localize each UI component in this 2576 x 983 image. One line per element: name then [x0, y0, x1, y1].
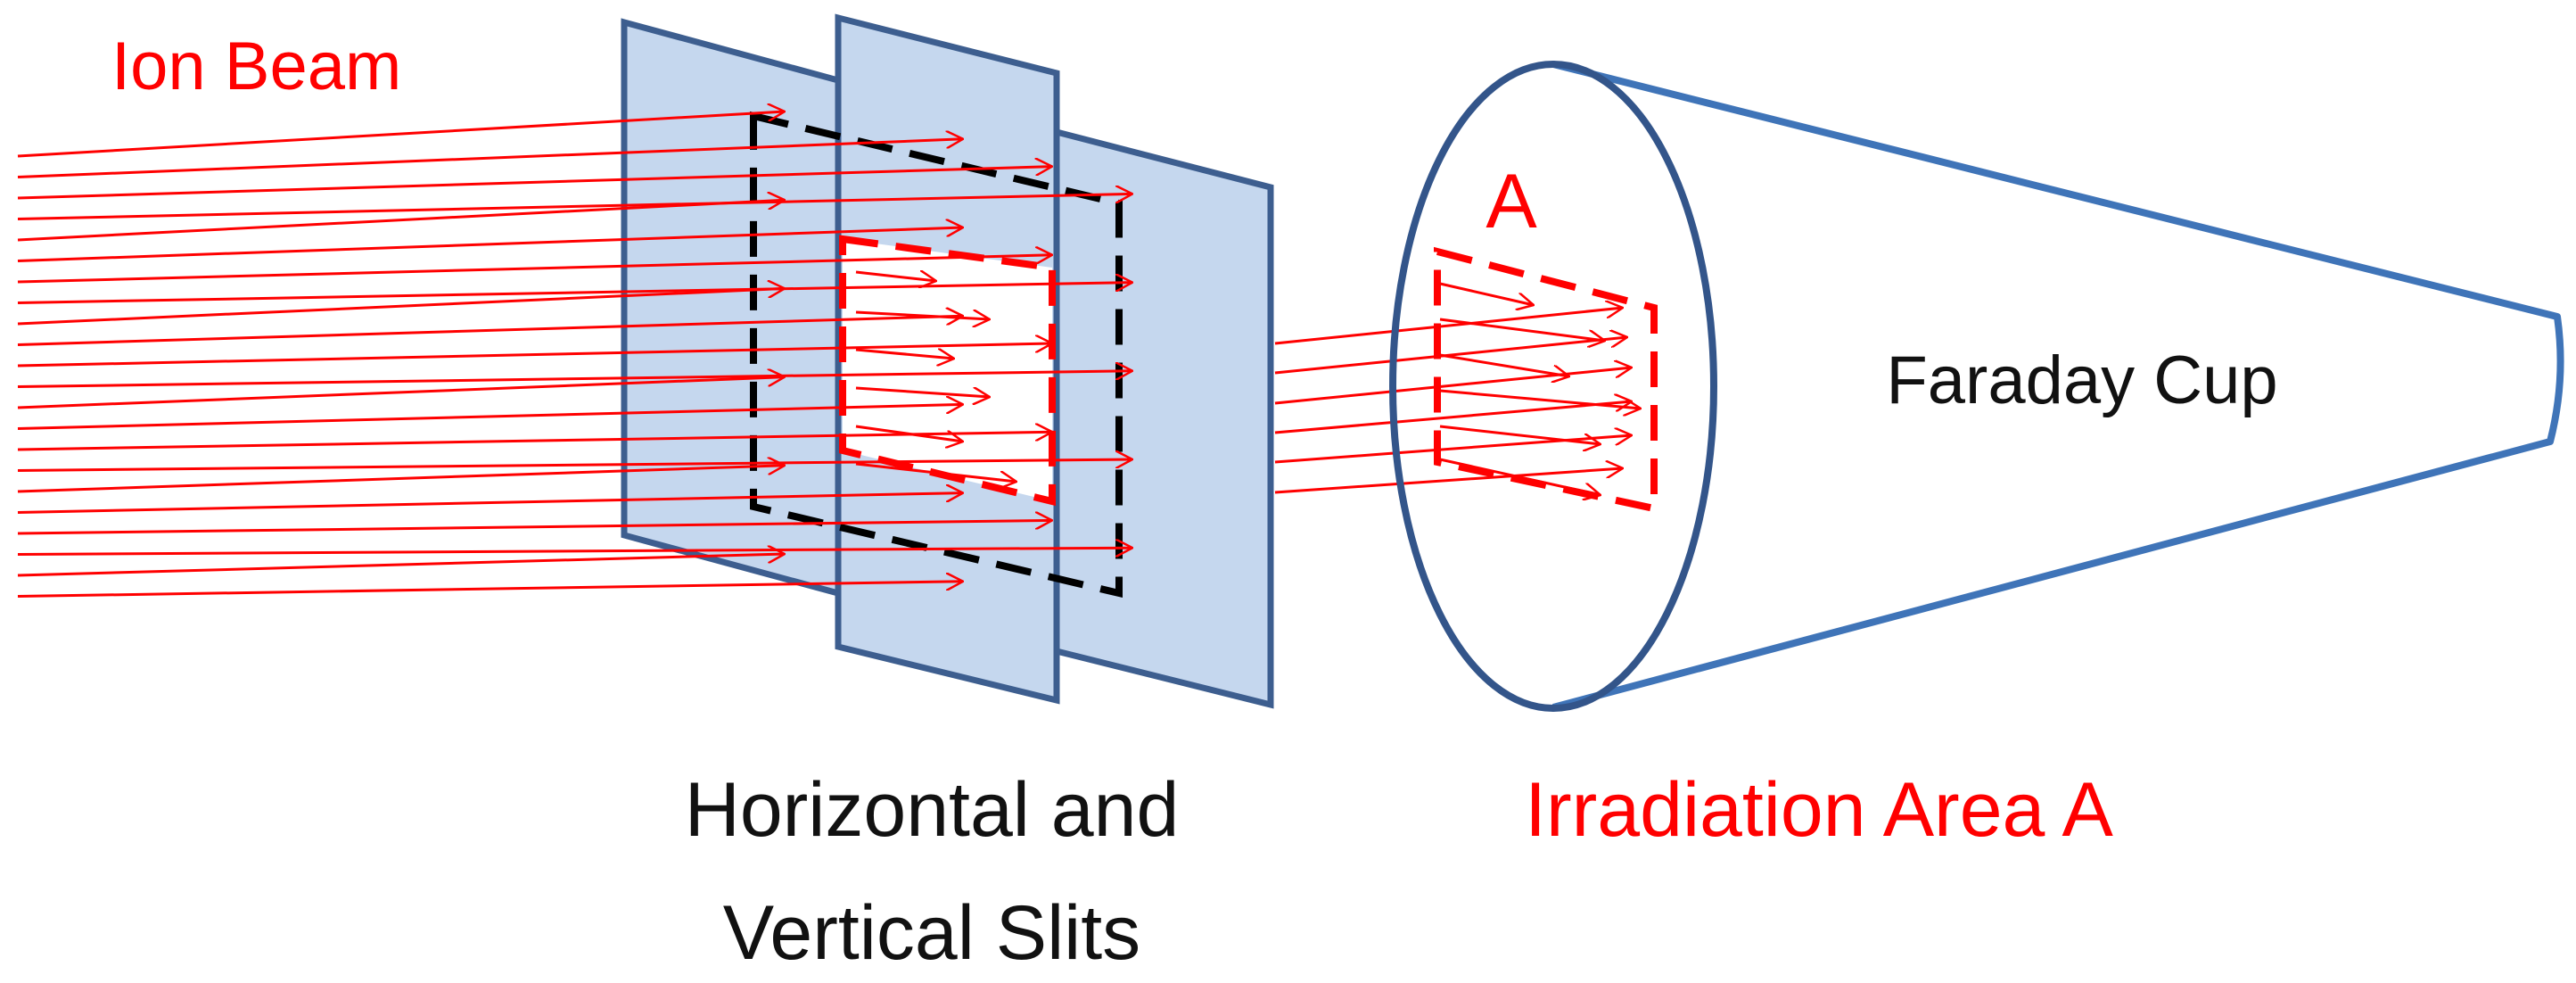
transmitted-beam-line: [1274, 401, 1632, 434]
transmitted-beam-line: [1274, 337, 1627, 375]
irradiation-area-label: Irradiation Area A: [1525, 767, 2113, 853]
ion-beam-lines: [17, 112, 1632, 598]
slit-aperture-outline: [750, 111, 1123, 599]
faraday-cup-rim: [1389, 61, 1717, 712]
transmitted-beam-line: [1274, 468, 1623, 494]
faraday-cup-body: [1551, 61, 2564, 711]
beam-line: [17, 200, 785, 242]
irradiation-arrow: [1439, 353, 1569, 376]
transmitted-beam-line: [1274, 368, 1632, 405]
slit-beam-arrow: [855, 350, 954, 359]
beam-line: [17, 493, 963, 514]
beam-line: [17, 255, 1052, 284]
irradiation-arrow: [1439, 458, 1601, 495]
irradiation-area-outline: [1434, 246, 1658, 513]
beam-line: [17, 466, 785, 493]
beam-line: [17, 227, 963, 262]
beam-line: [17, 288, 785, 326]
beam-line: [17, 554, 785, 577]
slit-beam-arrow: [855, 272, 936, 281]
beam-line: [17, 404, 963, 430]
beam-line: [17, 167, 1052, 200]
beam-line: [17, 582, 963, 598]
beam-line: [17, 432, 1052, 451]
irradiation-arrow: [1439, 318, 1605, 341]
slits-label-line-1: Horizontal and: [685, 767, 1180, 853]
beam-line: [17, 194, 1132, 220]
slit-beam-arrow: [855, 386, 990, 397]
slit-plate-left: [621, 18, 842, 598]
irradiation-arrow: [1439, 389, 1641, 409]
beam-line: [17, 548, 1132, 554]
area-a-letter: A: [1486, 159, 1537, 244]
slits-label-line-2: Vertical Slits: [723, 890, 1140, 976]
irradiation-area-arrows: [1439, 282, 1641, 495]
slit-beam-arrow: [855, 462, 1016, 482]
irradiation-arrow: [1439, 282, 1534, 305]
beam-line: [17, 343, 1052, 368]
beam-line: [17, 459, 1132, 472]
beam-line: [17, 112, 785, 158]
beam-line: [17, 371, 1132, 388]
slit-beam-arrow: [855, 312, 990, 319]
beam-line: [17, 377, 785, 409]
beam-line: [17, 520, 1052, 535]
transmitted-beam-line: [1274, 435, 1632, 464]
beam-line: [17, 283, 1132, 304]
irradiation-arrow: [1439, 425, 1601, 444]
beam-line: [17, 139, 963, 178]
slit-beam-arrow: [855, 425, 963, 442]
faraday-cup-label: Faraday Cup: [1886, 343, 2277, 418]
ion-beam-label: Ion Beam: [111, 29, 401, 104]
beam-line: [17, 316, 963, 346]
transmitted-beam-line: [1274, 308, 1623, 345]
faraday-cup: [1389, 61, 2564, 712]
slit-plate-right: [1053, 128, 1274, 709]
slit-plates: [621, 13, 1274, 709]
